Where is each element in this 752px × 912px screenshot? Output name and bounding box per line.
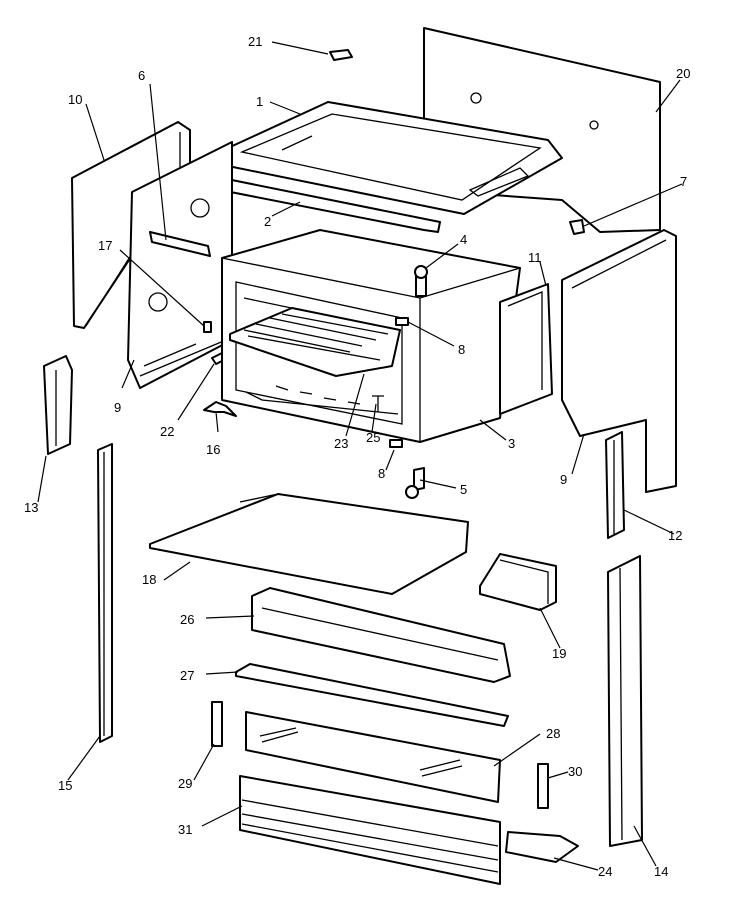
callout-3: 3 <box>508 436 515 451</box>
callout-12: 11 <box>528 250 542 265</box>
part-24-oven-rack <box>229 307 401 377</box>
callout-22: 21 <box>248 34 262 49</box>
part-28-strip <box>235 663 509 727</box>
part-25-drawer-rail <box>505 831 579 863</box>
part-19-bottom-panel <box>149 493 469 595</box>
part-6-bracket <box>149 231 211 257</box>
callout-19: 18 <box>142 572 156 587</box>
part-5-lamp <box>405 467 425 499</box>
callout-8-lower: 8 <box>378 466 385 481</box>
callout-31: 31 <box>178 822 192 837</box>
part-20-bracket <box>479 553 557 611</box>
part-12-right-inner-panel <box>499 283 553 415</box>
callout-18: 17 <box>98 238 112 253</box>
callout-25: 24 <box>598 864 612 879</box>
part-16-left-rail <box>97 443 113 743</box>
callout-6: 6 <box>138 68 145 83</box>
part-22-clip <box>329 49 353 61</box>
part-7-clip <box>569 219 585 235</box>
part-18-clip <box>203 321 212 333</box>
callout-7: 7 <box>680 174 687 189</box>
part-4-light-socket <box>414 265 428 297</box>
callout-28: 27 <box>180 668 194 683</box>
part-30-spacer-right <box>537 763 549 809</box>
part-8-clip-lower <box>389 439 403 448</box>
callout-11: 10 <box>68 92 82 107</box>
part-1-top-panel <box>227 101 563 215</box>
callout-17: 16 <box>206 442 220 457</box>
callout-26: 25 <box>366 430 380 445</box>
callout-13: 12 <box>668 528 682 543</box>
callout-5: 5 <box>460 482 467 497</box>
part-31-kick-rail <box>239 775 501 885</box>
callout-labels: 21 1 6 20 10 7 2 4 17 11 8 9 22 23 25 3 … <box>24 34 690 879</box>
callout-14: 13 <box>24 500 38 515</box>
callout-16: 15 <box>58 778 72 793</box>
callout-10: 9 <box>560 472 567 487</box>
callout-30-left: 29 <box>178 776 192 791</box>
callout-2: 2 <box>264 214 271 229</box>
part-29-lower-panel <box>245 711 501 803</box>
part-10-right-side-panel <box>561 229 677 493</box>
part-26-pin <box>372 395 384 412</box>
callout-1: 1 <box>256 94 263 109</box>
callout-27: 26 <box>180 612 194 627</box>
part-14-left-bracket <box>43 355 73 455</box>
part-8-clip-upper <box>395 317 409 326</box>
part-17-bracket <box>203 401 237 417</box>
callout-30-right: 30 <box>568 764 582 779</box>
callout-21: 20 <box>676 66 690 81</box>
callout-29: 28 <box>546 726 560 741</box>
callout-20: 19 <box>552 646 566 661</box>
part-13-right-bracket <box>605 431 625 539</box>
leader-lines <box>37 41 683 871</box>
part-30-spacer-left <box>211 701 223 747</box>
part-15-right-rail <box>607 555 643 847</box>
callout-15: 14 <box>654 864 668 879</box>
callout-4: 4 <box>460 232 467 247</box>
callout-8-upper: 8 <box>458 342 465 357</box>
callout-24: 23 <box>334 436 348 451</box>
part-27-front-rail <box>251 587 511 683</box>
callout-23: 22 <box>160 424 174 439</box>
callout-9: 9 <box>114 400 121 415</box>
